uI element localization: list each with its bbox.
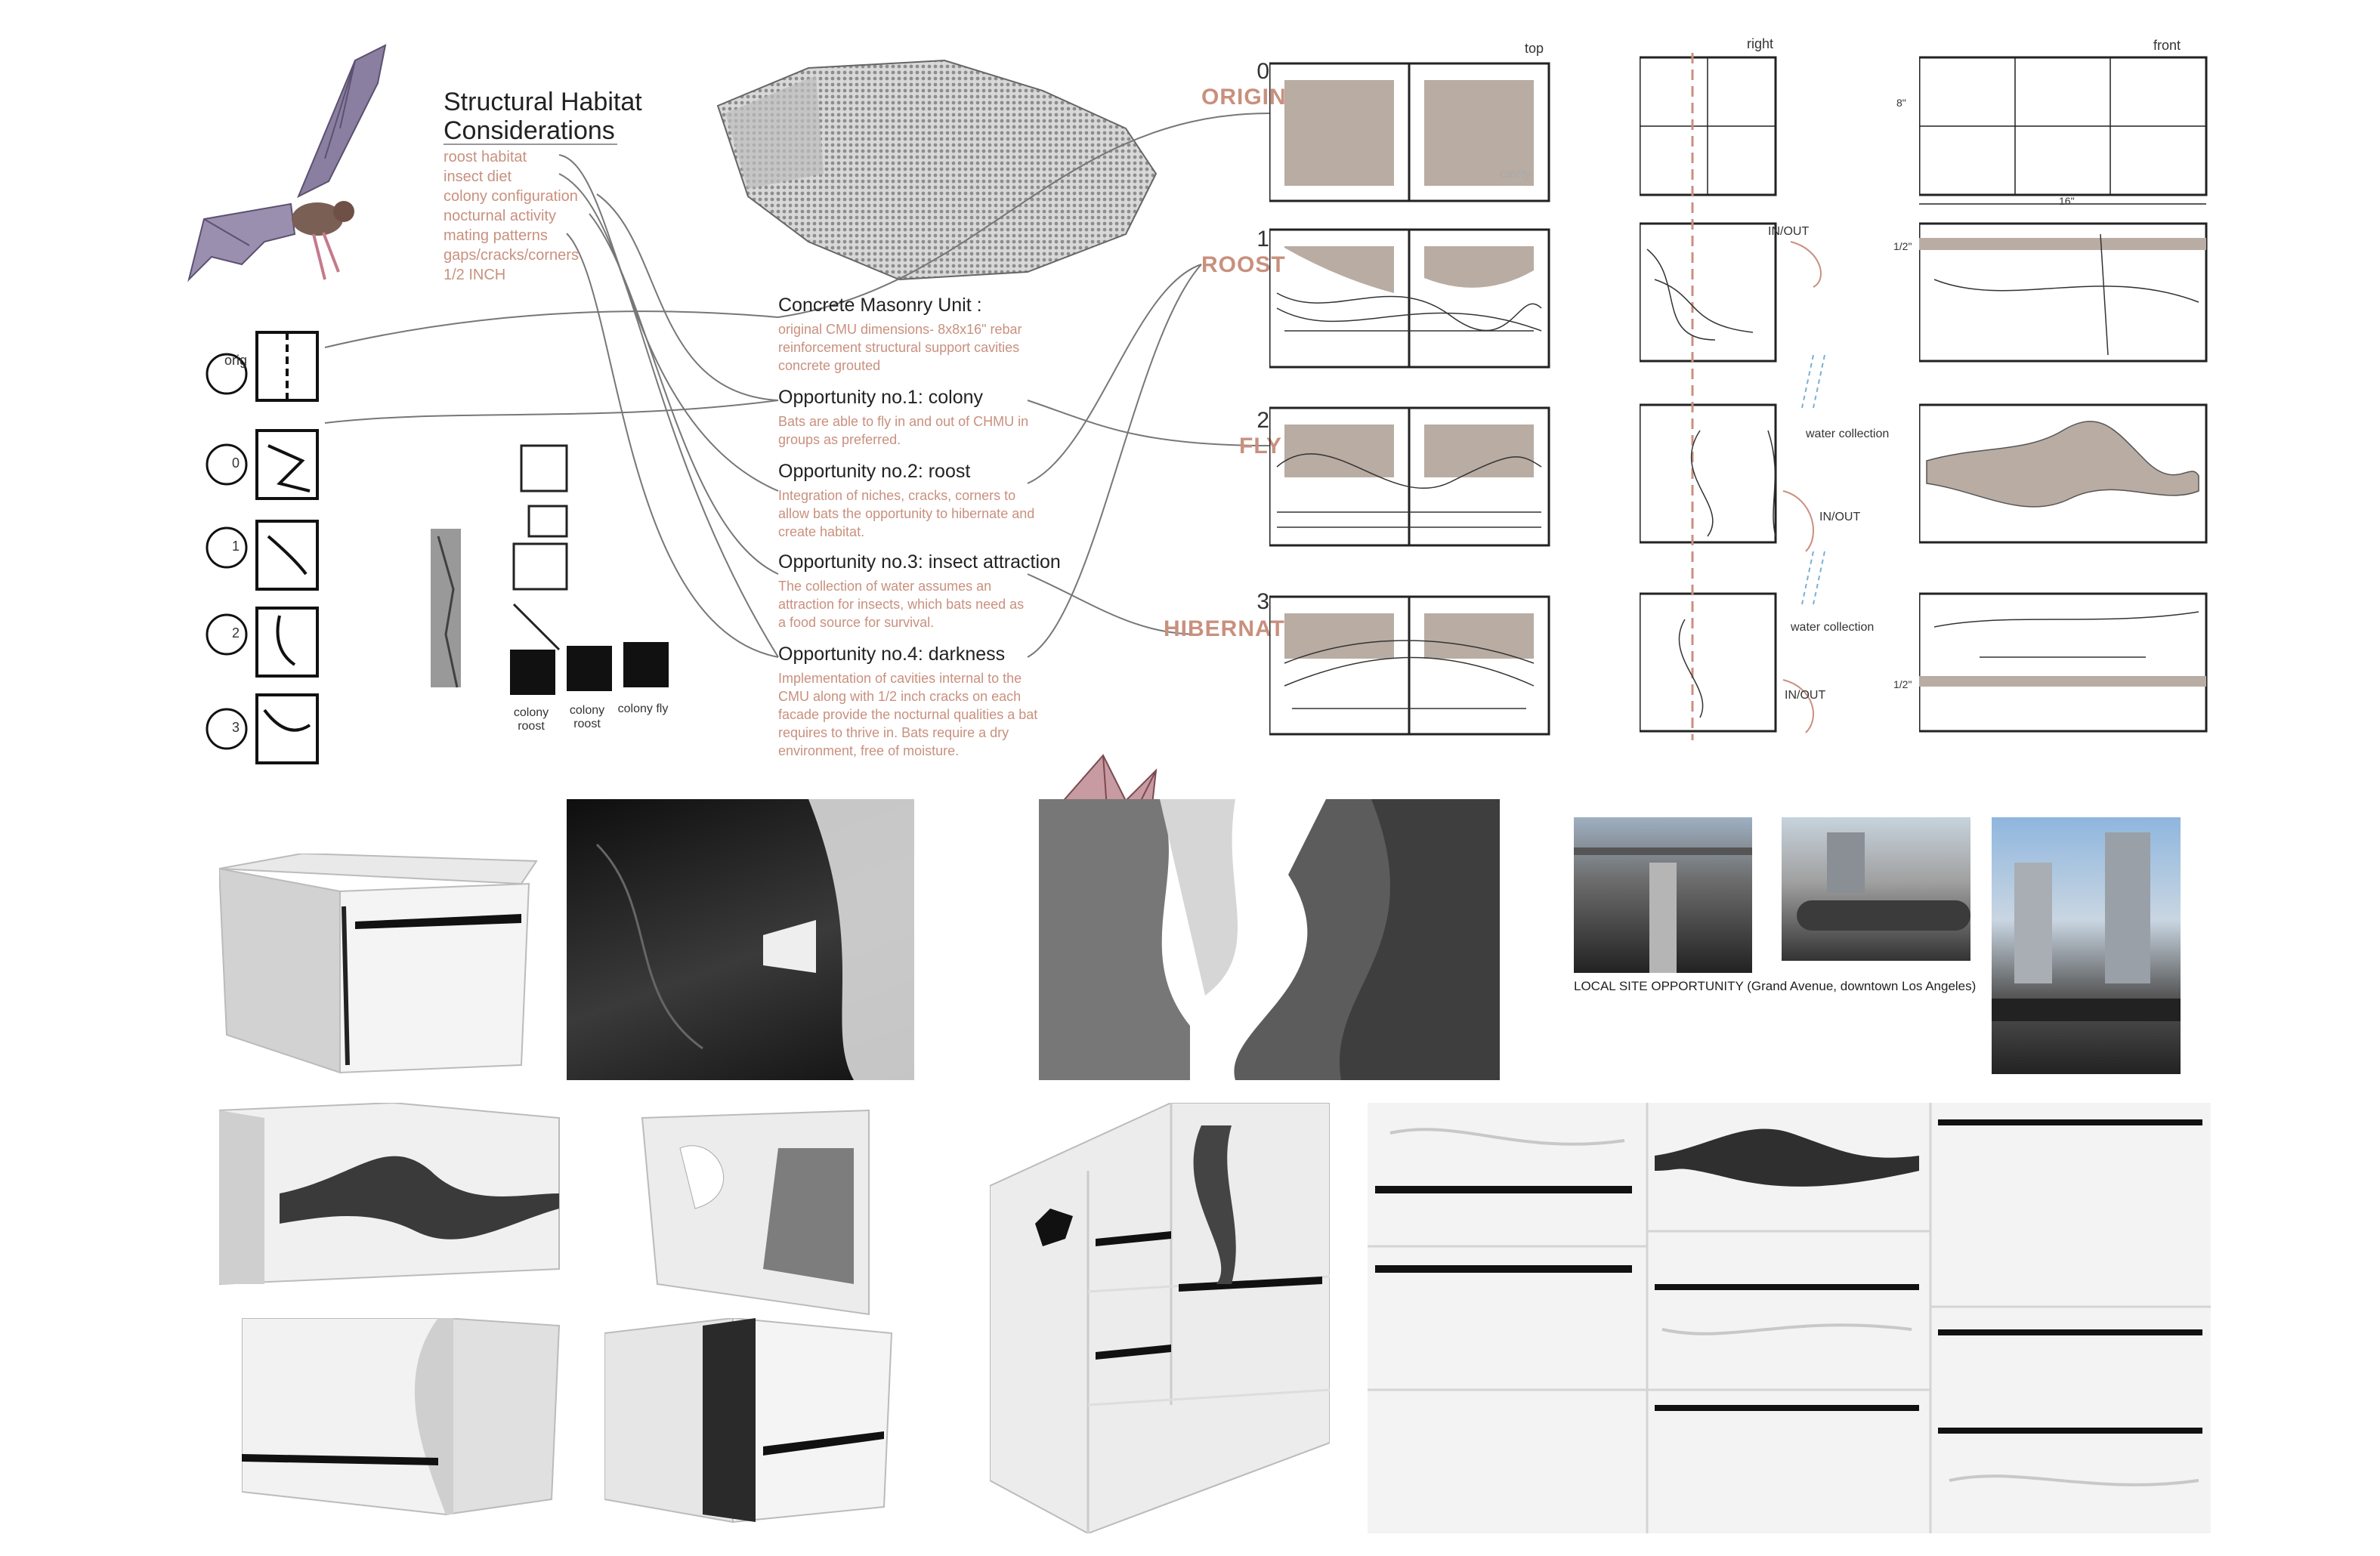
tile-label: colony roost bbox=[569, 704, 605, 730]
site-photo bbox=[1992, 817, 2181, 1074]
opportunity-body: The collection of water assumes an attra… bbox=[778, 579, 1025, 630]
bat-photo bbox=[187, 44, 387, 282]
water-collection-label: water collection bbox=[1806, 428, 1890, 440]
habitat-list: roost habitat insect diet colony configu… bbox=[444, 147, 579, 285]
dimension-label: 8" bbox=[1896, 97, 1906, 109]
opportunity-body: Integration of niches, cracks, corners t… bbox=[778, 488, 1035, 539]
wall-assembly-render bbox=[990, 1103, 1330, 1533]
dimension-label: 1/2" bbox=[1893, 240, 1912, 252]
top-view-drawings bbox=[1269, 62, 1550, 736]
view-label-top: top bbox=[1525, 41, 1544, 56]
sketch-label-3: 3 bbox=[231, 720, 240, 735]
block-render-fly bbox=[641, 1109, 870, 1316]
title-rule bbox=[444, 144, 617, 145]
habitat-title: Structural Habitat Considerations bbox=[444, 88, 642, 145]
stage-number: 3 bbox=[1256, 589, 1269, 614]
opportunity-body: Bats are able to fly in and out of CHMU … bbox=[778, 414, 1029, 447]
opportunity-title: Opportunity no.1: colony bbox=[778, 387, 983, 408]
in-out-label: IN/OUT bbox=[1785, 689, 1826, 702]
cmu-body: original CMU dimensions- 8x8x16" rebar r… bbox=[778, 322, 1022, 373]
site-photo bbox=[1574, 817, 1752, 973]
site-photo bbox=[1782, 817, 1970, 961]
habitat-item: colony configuration bbox=[444, 188, 578, 205]
opportunity-title: Opportunity no.4: darkness bbox=[778, 644, 1006, 665]
stage-number: 1 bbox=[1256, 227, 1269, 252]
elevation-render bbox=[1368, 1103, 2211, 1533]
habitat-item: roost habitat bbox=[444, 149, 527, 165]
habitat-item: 1/2 INCH bbox=[444, 267, 506, 283]
tile-label: colony fly bbox=[617, 702, 669, 715]
water-collection-label: water collection bbox=[1791, 621, 1875, 634]
front-view-drawings bbox=[1919, 56, 2208, 733]
in-out-label: IN/OUT bbox=[1819, 511, 1861, 523]
sketch-label-1: 1 bbox=[231, 539, 240, 554]
opportunity-title: Opportunity no.3: insect attraction bbox=[778, 551, 1061, 573]
stage-name: HIBERNATE bbox=[1164, 616, 1301, 641]
stage-name: ROOST bbox=[1201, 252, 1286, 277]
site-caption: LOCAL SITE OPPORTUNITY (Grand Avenue, do… bbox=[1574, 979, 1977, 993]
in-out-label: IN/OUT bbox=[1768, 225, 1810, 238]
stage-name: ORIGIN bbox=[1201, 85, 1287, 110]
interior-render-light bbox=[1039, 799, 1500, 1080]
dimension-label: 1/2" bbox=[1893, 678, 1912, 690]
stage-name: FLY bbox=[1239, 434, 1282, 458]
block-render-roost bbox=[219, 1103, 560, 1286]
sketch-label-0: 0 bbox=[231, 455, 240, 471]
habitat-item: nocturnal activity bbox=[444, 208, 556, 224]
right-view-drawings bbox=[1640, 53, 1825, 740]
tile-label: colony roost bbox=[513, 706, 549, 733]
view-label-front: front bbox=[2153, 38, 2181, 53]
view-label-right: right bbox=[1747, 36, 1774, 51]
sketch-label-2: 2 bbox=[231, 625, 240, 641]
sketch-label-orig: orig bbox=[224, 353, 247, 368]
habitat-item: mating patterns bbox=[444, 227, 548, 244]
habitat-item: insect diet bbox=[444, 168, 512, 185]
interior-render-dark bbox=[567, 799, 914, 1080]
block-render-hibernate bbox=[242, 1318, 561, 1516]
cavity-label: cavity bbox=[1500, 168, 1531, 181]
stage-number: 2 bbox=[1256, 408, 1269, 433]
block-render-darkness bbox=[604, 1318, 893, 1524]
dimension-label: 16" bbox=[2059, 195, 2075, 207]
cmu-title: Concrete Masonry Unit : bbox=[778, 295, 982, 316]
stage-number: 0 bbox=[1256, 59, 1269, 84]
block-render-original bbox=[219, 854, 538, 1074]
sketch-column bbox=[206, 331, 669, 764]
opportunity-body: Implementation of cavities internal to t… bbox=[778, 671, 1038, 758]
habitat-item: gaps/cracks/corners bbox=[444, 247, 579, 264]
textured-block-render bbox=[716, 59, 1158, 281]
opportunity-title: Opportunity no.2: roost bbox=[778, 461, 971, 482]
